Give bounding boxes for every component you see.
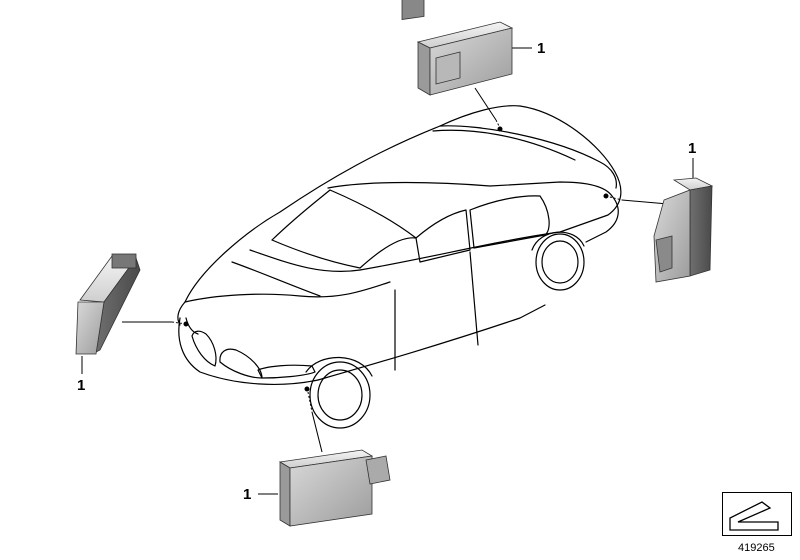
radar-sensor-left: [75, 253, 141, 355]
arrow-corner-icon[interactable]: [722, 492, 792, 536]
leader-lines: [81, 47, 694, 495]
callout-label: 1: [243, 486, 252, 503]
radar-sensor-bottom: [278, 449, 391, 527]
callout-label: 1: [77, 377, 86, 394]
callout-label: 1: [537, 40, 546, 57]
radar-sensor-right: [653, 177, 714, 283]
radar-sensor-top: [401, 0, 514, 96]
reference-number: 419265: [738, 542, 775, 554]
car-outline: [177, 105, 622, 429]
callout-label: 1: [688, 140, 697, 157]
